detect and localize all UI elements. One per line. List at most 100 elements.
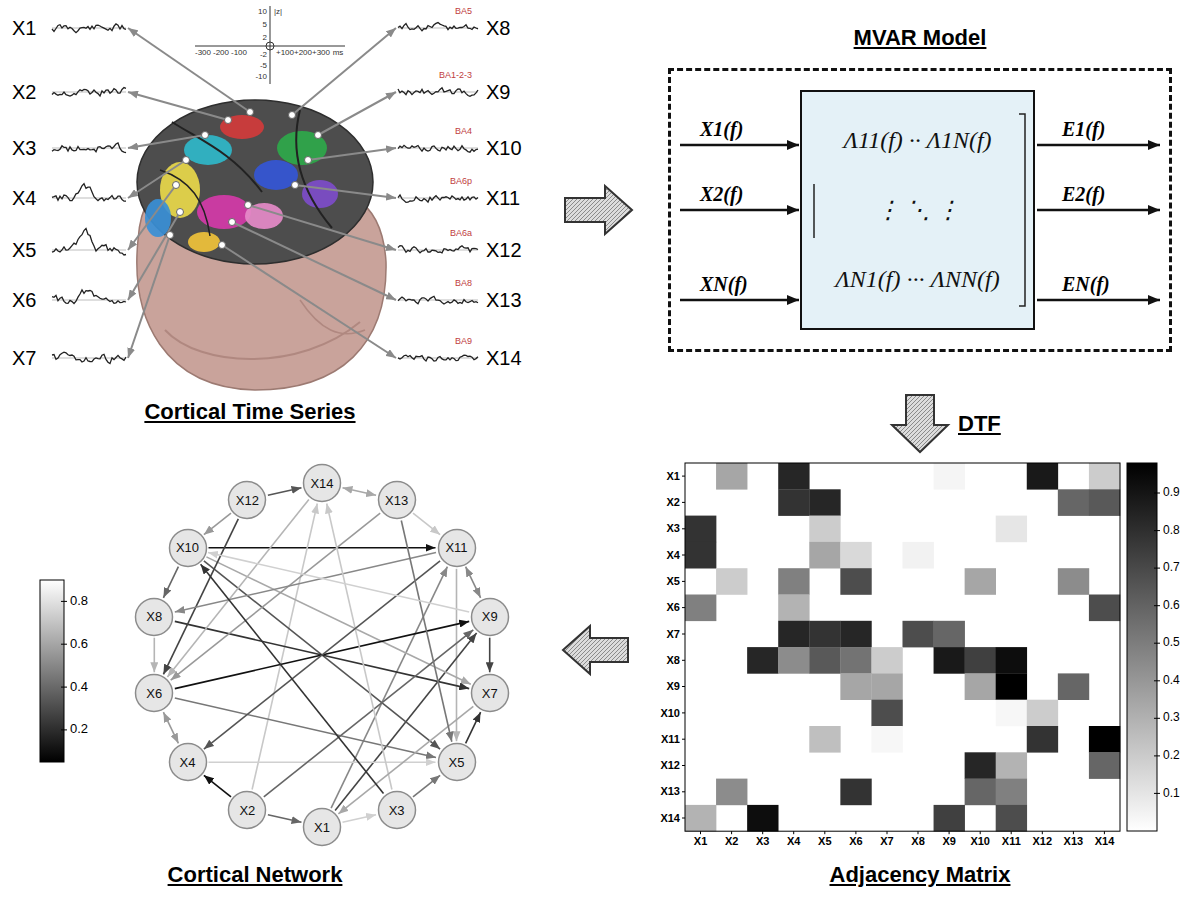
row-label: X2 bbox=[667, 496, 680, 509]
source-dot bbox=[225, 117, 232, 124]
row-label: X1 bbox=[667, 470, 680, 483]
matrix-cell bbox=[809, 489, 840, 516]
source-dot bbox=[177, 209, 184, 216]
axis-tick bbox=[682, 581, 685, 582]
matrix-cell bbox=[871, 726, 902, 753]
matrix-cell bbox=[809, 621, 840, 648]
node-label: X13 bbox=[385, 493, 408, 508]
matrix-cell bbox=[871, 647, 902, 674]
matrix-cell bbox=[778, 621, 809, 648]
matrix-cell bbox=[1058, 673, 1089, 700]
source-dot bbox=[229, 219, 236, 226]
node-circle bbox=[304, 465, 341, 502]
matrix-cell bbox=[778, 489, 809, 516]
axis-tick-label: -300 bbox=[195, 48, 211, 57]
column-label: X4 bbox=[787, 835, 800, 848]
node-circle bbox=[304, 809, 341, 846]
axis-tick bbox=[793, 831, 794, 834]
colorbar-tick-label: 0.1 bbox=[1163, 787, 1180, 801]
colorbar-tick bbox=[61, 644, 67, 645]
row-label: X4 bbox=[667, 549, 680, 562]
network-node: X3 bbox=[377, 790, 417, 830]
directed-connection bbox=[413, 775, 440, 797]
source-dot bbox=[245, 202, 252, 209]
node-circle bbox=[438, 744, 475, 781]
directed-connection bbox=[204, 561, 440, 749]
matrix-cell bbox=[778, 595, 809, 622]
waveform bbox=[398, 355, 478, 361]
output-signal-label: E2(f) bbox=[1062, 183, 1105, 206]
leader-arrow bbox=[128, 235, 170, 358]
output-signal-label: EN(f) bbox=[1062, 273, 1110, 296]
matrix-cell bbox=[965, 779, 996, 806]
signal-label: X11 bbox=[486, 187, 520, 210]
directed-connection bbox=[413, 513, 440, 535]
matrix-cell bbox=[747, 647, 778, 674]
signal-label: X1 bbox=[12, 17, 36, 40]
directed-connection bbox=[456, 569, 458, 741]
matrix-cell bbox=[1058, 568, 1089, 595]
colorbar-tick-label: 0.6 bbox=[70, 637, 88, 652]
matrix-cell bbox=[934, 621, 965, 648]
column-label: X13 bbox=[1064, 835, 1084, 848]
input-arrow bbox=[680, 299, 799, 302]
column-label: X8 bbox=[911, 835, 924, 848]
directed-connection bbox=[343, 488, 377, 496]
row-label: X9 bbox=[667, 680, 680, 693]
matrix-row: Λ11(f) ·· Λ1N(f) bbox=[843, 127, 991, 154]
matrix-cell bbox=[840, 673, 871, 700]
output-signal-label: E1(f) bbox=[1062, 118, 1105, 141]
waveform bbox=[398, 145, 478, 152]
matrix-cell bbox=[840, 621, 871, 648]
axis-tick-label: ms bbox=[333, 48, 344, 57]
node-circle bbox=[136, 598, 173, 635]
node-label: X14 bbox=[310, 476, 333, 491]
axis-tick bbox=[824, 831, 825, 834]
axis-line bbox=[270, 6, 271, 84]
colorbar-tick bbox=[61, 687, 67, 688]
head-shading bbox=[165, 322, 360, 359]
directed-connection bbox=[204, 513, 231, 535]
row-label: X11 bbox=[661, 733, 680, 746]
axis-tick bbox=[731, 831, 732, 834]
output-arrow bbox=[1037, 144, 1160, 147]
row-label: X3 bbox=[667, 522, 680, 535]
matrix-cell bbox=[965, 752, 996, 779]
directed-connection bbox=[208, 553, 469, 613]
column-label: X7 bbox=[880, 835, 893, 848]
network-node: X6 bbox=[134, 673, 174, 713]
leader-arrow bbox=[318, 92, 396, 135]
signal-label: X13 bbox=[486, 289, 522, 312]
directed-connection bbox=[343, 815, 377, 823]
directed-connection bbox=[154, 638, 156, 673]
matrix-cell bbox=[965, 647, 996, 674]
axis-tick-label: |z| bbox=[274, 7, 282, 16]
directed-connection bbox=[268, 488, 302, 496]
network-node: X9 bbox=[470, 597, 510, 637]
node-circle bbox=[136, 675, 173, 712]
source-dot bbox=[219, 242, 226, 249]
waveform bbox=[52, 143, 126, 153]
matrix-cell bbox=[809, 726, 840, 753]
axis-tick-label: 10 bbox=[258, 7, 267, 16]
axis-tick-label: 5 bbox=[263, 20, 267, 29]
colorbar-tick bbox=[61, 729, 67, 730]
axis-tick bbox=[855, 831, 856, 834]
axis-tick-label: -5 bbox=[260, 61, 267, 70]
cortical-region bbox=[254, 160, 298, 190]
colorbar-tick-label: 0.8 bbox=[1163, 524, 1180, 538]
row-label: X10 bbox=[660, 707, 680, 720]
matrix-cell bbox=[716, 463, 747, 490]
colorbar-tick-label: 0.7 bbox=[1163, 561, 1180, 575]
area-label: BA5 bbox=[455, 6, 472, 16]
axis-tick bbox=[682, 528, 685, 529]
directed-connection bbox=[167, 499, 309, 677]
network-node: X1 bbox=[302, 807, 342, 847]
signal-label: X7 bbox=[12, 347, 36, 370]
axis-tick-label: -10 bbox=[255, 72, 267, 81]
area-label: BA4 bbox=[455, 126, 472, 136]
network-node: X14 bbox=[302, 463, 342, 503]
axis-tick bbox=[682, 791, 685, 792]
column-label: X6 bbox=[849, 835, 862, 848]
cortical-region bbox=[145, 199, 171, 237]
